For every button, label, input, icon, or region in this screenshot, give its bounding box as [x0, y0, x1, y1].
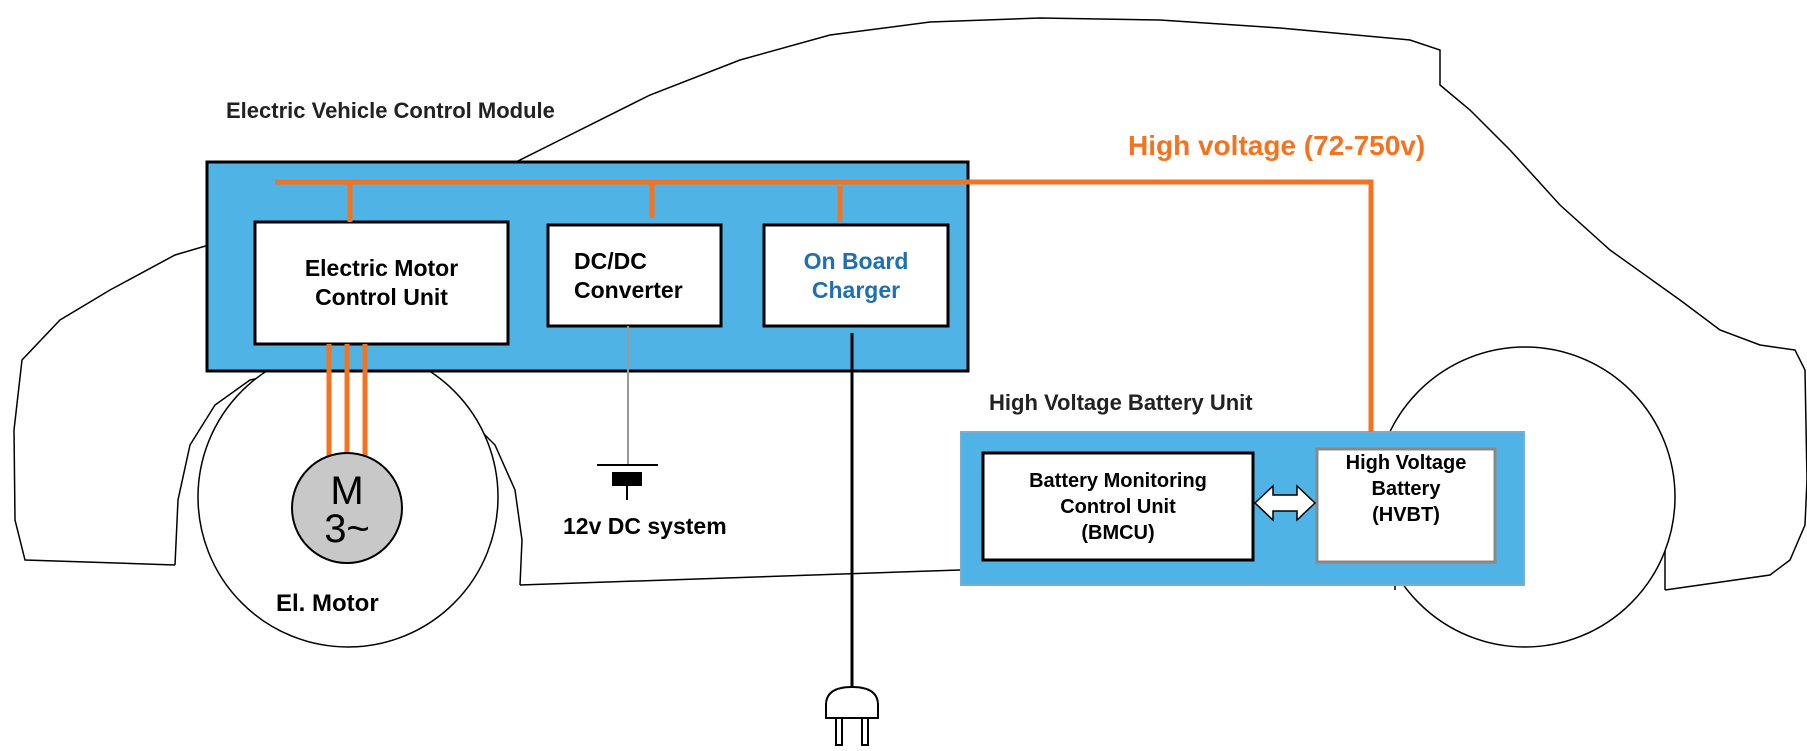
obc-label-line2: Charger	[811, 276, 901, 303]
bmcu-label-line3: (BMCU)	[1081, 521, 1155, 544]
dcdc-label: DC/DC Converter	[548, 225, 721, 326]
bmcu-label-line1: Battery Monitoring	[1029, 469, 1207, 492]
motor-caption: El. Motor	[276, 590, 379, 617]
hvbt-label-line3: (HVBT)	[1372, 504, 1440, 526]
plug-icon	[825, 685, 879, 746]
bmcu-hvbt-link-icon	[1253, 484, 1317, 522]
motor-symbol-text: M 3~	[292, 470, 402, 550]
evcm-title: Electric Vehicle Control Module	[226, 98, 555, 123]
dc12-label: 12v DC system	[563, 513, 727, 539]
emcu-label-line1: Electric Motor	[304, 255, 459, 281]
obc-box	[762, 223, 950, 328]
emcu-label-line2: Control Unit	[315, 284, 448, 310]
hvbt-box	[1315, 447, 1497, 564]
hvbu-title: High Voltage Battery Unit	[989, 390, 1253, 415]
dc12-wire	[597, 326, 658, 500]
obc-label-line1: On Board	[803, 247, 909, 274]
hvbt-label-line1: High Voltage	[1345, 452, 1467, 474]
bmcu-label: Battery Monitoring Control Unit (BMCU)	[983, 453, 1253, 560]
emcu-box	[253, 220, 510, 346]
motor-symbol-line1: M	[330, 469, 364, 513]
high-voltage-bus	[275, 179, 1374, 464]
dcdc-label-line1: DC/DC	[574, 247, 647, 274]
bmcu-box	[981, 451, 1255, 562]
motor-symbol	[291, 452, 403, 564]
hvbt-label: High Voltage Battery (HVBT)	[1317, 449, 1495, 529]
hvbt-label-line2: Battery	[1371, 478, 1441, 500]
obc-label: On Board Charger	[764, 225, 948, 326]
motor-symbol-line2: 3~	[324, 507, 370, 551]
dcdc-label-line2: Converter	[574, 276, 683, 303]
bmcu-label-line2: Control Unit	[1060, 495, 1176, 518]
dcdc-box	[546, 223, 723, 328]
emcu-label: Electric Motor Control Unit	[255, 222, 508, 344]
high-voltage-label: High voltage (72-750v)	[1128, 130, 1426, 161]
